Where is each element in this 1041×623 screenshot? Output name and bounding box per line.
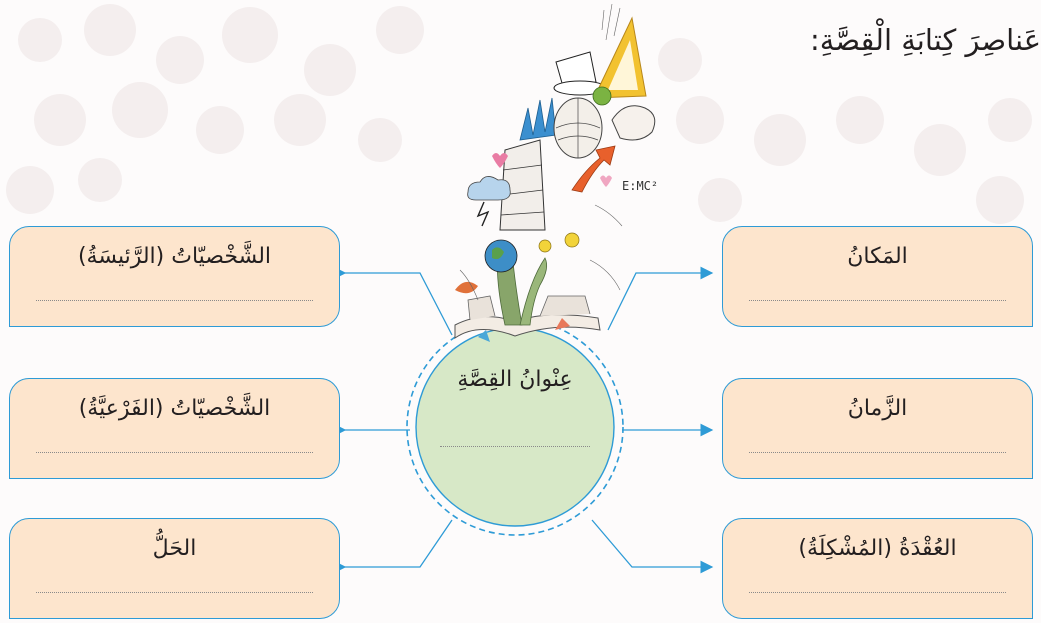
box-label: الشَّخْصيّاتُ (الرَّئيسَةُ) (77, 244, 272, 269)
box-place: المَكانُ (722, 226, 1033, 327)
box-label: المَكانُ (847, 244, 908, 269)
svg-text:E:MC²: E:MC² (622, 179, 658, 193)
connector-solution (333, 519, 453, 574)
writing-line[interactable] (749, 452, 1006, 453)
box-plot: العُقْدَةُ (المُشْكِلَةُ) (722, 518, 1033, 619)
box-label: الحَلُّ (152, 536, 197, 561)
writing-line[interactable] (36, 452, 313, 453)
writing-line[interactable] (36, 592, 313, 593)
page-heading: عَناصِرَ كِتابَةِ الْقِصَّةِ: (810, 23, 1041, 57)
writing-line[interactable] (749, 592, 1006, 593)
box-secondary-characters: الشَّخْصيّاتُ (الفَرْعيَّةُ) (9, 378, 340, 479)
box-label: الشَّخْصيّاتُ (الفَرْعيَّةُ) (78, 396, 271, 421)
box-solution: الحَلُّ (9, 518, 340, 619)
story-title-label: عِنْوانُ القِصَّةِ (457, 367, 573, 392)
box-main-characters: الشَّخْصيّاتُ (الرَّئيسَةُ) (9, 226, 340, 327)
writing-line[interactable] (36, 300, 313, 301)
box-time: الزَّمانُ (722, 378, 1033, 479)
writing-line[interactable] (749, 300, 1006, 301)
box-label: العُقْدَةُ (المُشْكِلَةُ) (798, 536, 957, 561)
connector-plot (591, 519, 714, 574)
story-title-writing-line[interactable] (440, 446, 590, 447)
connector-main-characters (333, 266, 453, 336)
connector-place (607, 266, 714, 331)
box-label: الزَّمانُ (847, 396, 908, 421)
